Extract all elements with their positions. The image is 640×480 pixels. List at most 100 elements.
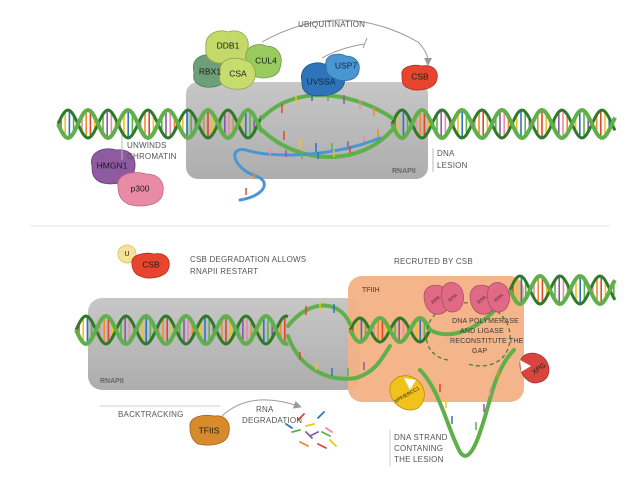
csb-top: CSB <box>401 64 438 91</box>
inhibit-bar <box>362 37 368 49</box>
dna-helix-left-bottom <box>74 313 289 347</box>
inhibit-arrow <box>321 43 365 59</box>
usp7-blob <box>325 53 360 82</box>
xpf-ercc1-protein: XPF/ERCC1 <box>389 375 425 411</box>
strand-label-2: CONTANING <box>394 444 443 453</box>
rna-fragments <box>285 411 337 449</box>
rpa-label-1: RPA <box>430 294 442 305</box>
csb-degradation-label-2: RNAPII RESTART <box>190 267 258 276</box>
ubiquitination-arrow <box>261 19 432 66</box>
dna-bottom-right-a-backbone-front <box>348 315 432 345</box>
xpf-notch <box>404 378 416 390</box>
rna-fragment <box>305 431 313 439</box>
dna-top-left-backbone-back <box>56 108 264 140</box>
ddb1-label: DDB1 <box>217 40 240 50</box>
rpa-label-3: RPA <box>476 294 488 305</box>
xpg-protein: XPG <box>519 352 550 384</box>
csb-label-bottom: CSB <box>142 259 160 269</box>
csb-label-top: CSB <box>411 71 429 81</box>
ubiquitin-circle <box>117 244 137 264</box>
polymerase-label-4: GAP <box>472 348 488 355</box>
dna-top-right-backbone-front <box>390 107 617 141</box>
usp7-label: USP7 <box>335 60 357 70</box>
csb-degradation-label-1: CSB DEGRADATION ALLOWS <box>190 255 306 264</box>
bubble-top-upper-strand <box>260 93 394 120</box>
dna-lesion-label-2: LESION <box>437 161 468 170</box>
rnapii-label-bottom: RNAPII <box>100 378 124 385</box>
dna-bottom-left-backbone-front <box>74 313 289 347</box>
rbx1-label: RBX1 <box>199 66 221 76</box>
polymerase-label-2: AND LIGASE <box>460 328 504 335</box>
rpa-blob-2 <box>441 282 464 313</box>
dna-top-left-backbone-front <box>56 107 264 141</box>
dna-bottom-left-backbone-back <box>74 314 289 346</box>
rnapii-label-top: RNAPII <box>392 168 416 175</box>
rna-fragment <box>317 443 327 449</box>
excised-strand-path <box>418 348 516 458</box>
dna-helix-left-top <box>56 107 264 141</box>
p300-blob <box>117 172 164 207</box>
rna-fragment <box>321 431 331 437</box>
rna-fragment <box>317 411 325 419</box>
tfiis-protein: TFIIS <box>189 414 230 446</box>
rpa-cluster: RPA RPA RPA RPA <box>423 282 510 315</box>
dna-lesion-label-1: DNA <box>437 149 455 158</box>
rpa-label-4: RPA <box>493 292 505 303</box>
dna-helix-right-top <box>390 107 617 141</box>
uvssa-usp7-complex: UVSSA USP7 <box>300 53 360 97</box>
rna-degradation-label-2: DEGRADATION <box>242 416 302 425</box>
xpg-notch <box>520 360 531 372</box>
dna-bottom-right-b-backbone-front <box>508 273 617 307</box>
dna-helix-right-bottom <box>348 273 617 345</box>
csa-label: CSA <box>229 68 247 78</box>
rna-strand-top <box>233 136 382 202</box>
top-panel: RNAPII UBIQUITINATION DDB1 RBX1 CUL4 CSA… <box>56 19 617 207</box>
dna-top-right-backbone-back <box>390 108 617 140</box>
rna-fragment <box>299 441 309 447</box>
polymerase-label-3: RECONSTITUTE THE <box>450 338 524 345</box>
hmgn1-p300-complex: HMGN1 p300 <box>90 148 164 207</box>
dna-bubble-top <box>260 92 394 159</box>
rna-fragment <box>329 439 337 447</box>
bubble-bottom-upper-strand <box>286 303 352 328</box>
dna-bottom-right-b-backbone-back <box>508 274 617 306</box>
tfiis-blob <box>189 414 230 446</box>
csb-blob-bottom <box>131 252 170 279</box>
rna-fragment <box>325 427 333 433</box>
hmgn1-label: HMGN1 <box>97 160 128 170</box>
rna-fragment <box>285 423 293 429</box>
excised-strand <box>418 348 516 458</box>
uvssa-label: UVSSA <box>307 76 336 86</box>
strand-label-3: THE LESION <box>394 455 444 464</box>
csa-blob <box>219 57 256 90</box>
strand-label-1: DNA STRAND <box>394 433 448 442</box>
rna-fragment <box>297 413 305 421</box>
xpf-blob <box>389 375 425 411</box>
recruited-label: RECRUTED BY CSB <box>394 257 473 266</box>
rpa-label-2: RPA <box>447 292 459 303</box>
ubiquitin-label: U <box>124 251 129 258</box>
rna-fragment <box>291 429 301 433</box>
csb-ubiquitinated: U CSB <box>117 244 170 279</box>
cul4-label: CUL4 <box>255 55 277 65</box>
rna-fragment <box>305 423 315 427</box>
unwinds-label-2: CHROMATIN <box>127 152 177 161</box>
csb-blob-top <box>401 64 438 91</box>
backtracking-label: BACKTRACKING <box>118 410 184 419</box>
csa-complex: DDB1 RBX1 CUL4 CSA <box>192 30 282 90</box>
rna-fragment <box>309 431 319 437</box>
tfiis-arrow <box>221 399 302 417</box>
bubble-bottom-lower-strand <box>286 334 392 381</box>
rpa-blob-4 <box>487 282 510 313</box>
rna-degradation-label-1: RNA <box>256 405 274 414</box>
ubiquitination-label: UBIQUITINATION <box>298 20 365 29</box>
bubble-top-lower-strand <box>260 128 394 159</box>
xpg-blob <box>519 352 550 384</box>
polymerase-label-1: DNA POLYMERASE <box>452 318 519 325</box>
ddb1-blob <box>205 30 249 64</box>
tfiih-label: TFIIH <box>362 287 380 294</box>
unwinds-label-1: UNWINDS <box>127 141 167 150</box>
tfiis-label: TFIIS <box>199 425 220 435</box>
p300-label: p300 <box>131 183 150 193</box>
